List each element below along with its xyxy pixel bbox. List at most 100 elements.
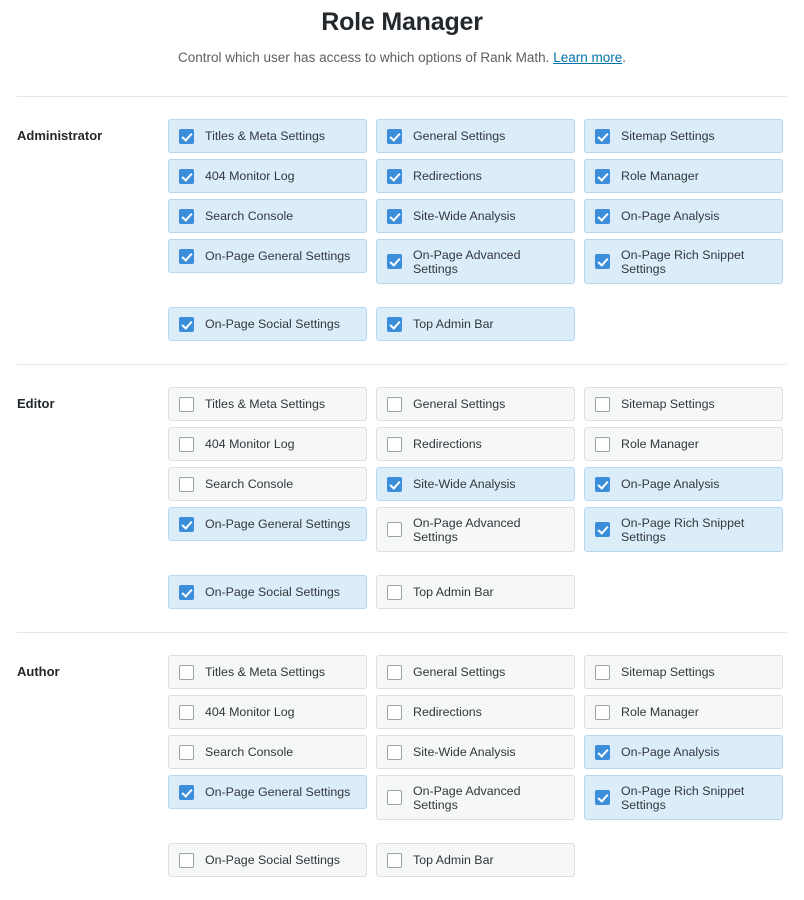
- checkbox-checked-icon[interactable]: [179, 208, 194, 224]
- capability-toggle[interactable]: Redirections: [376, 159, 575, 193]
- checkbox-unchecked-icon[interactable]: [179, 704, 194, 720]
- role-name: Author: [17, 664, 60, 679]
- checkbox-checked-icon[interactable]: [179, 168, 194, 184]
- checkbox-checked-icon[interactable]: [595, 208, 610, 224]
- checkbox-unchecked-icon[interactable]: [179, 436, 194, 452]
- checkbox-checked-icon[interactable]: [387, 168, 402, 184]
- checkbox-unchecked-icon[interactable]: [179, 744, 194, 760]
- checkbox-checked-icon[interactable]: [179, 128, 194, 144]
- checkbox-checked-icon[interactable]: [179, 248, 194, 264]
- checkbox-checked-icon[interactable]: [179, 784, 194, 800]
- capability-toggle[interactable]: On-Page Analysis: [584, 199, 783, 233]
- capability-toggle[interactable]: General Settings: [376, 119, 575, 153]
- capability-label: General Settings: [413, 665, 506, 679]
- capability-toggle[interactable]: Site-Wide Analysis: [376, 199, 575, 233]
- capability-toggle[interactable]: Sitemap Settings: [584, 119, 783, 153]
- capability-toggle[interactable]: Sitemap Settings: [584, 387, 783, 421]
- capability-toggle[interactable]: Redirections: [376, 695, 575, 729]
- learn-more-link[interactable]: Learn more: [553, 50, 623, 65]
- checkbox-checked-icon[interactable]: [179, 316, 194, 332]
- capability-toggle[interactable]: On-Page Social Settings: [168, 307, 367, 341]
- checkbox-unchecked-icon[interactable]: [595, 396, 610, 412]
- capability-label: Redirections: [413, 705, 482, 719]
- checkbox-unchecked-icon[interactable]: [387, 664, 402, 680]
- checkbox-checked-icon[interactable]: [387, 128, 402, 144]
- checkbox-checked-icon[interactable]: [387, 254, 402, 269]
- capability-toggle[interactable]: Titles & Meta Settings: [168, 387, 367, 421]
- capability-toggle[interactable]: On-Page General Settings: [168, 507, 367, 541]
- checkbox-checked-icon[interactable]: [595, 128, 610, 144]
- capability-label: On-Page Social Settings: [205, 853, 340, 867]
- capability-toggle[interactable]: Titles & Meta Settings: [168, 655, 367, 689]
- checkbox-checked-icon[interactable]: [595, 790, 610, 805]
- capability-label: Titles & Meta Settings: [205, 665, 326, 679]
- capability-label: Top Admin Bar: [413, 853, 494, 867]
- capability-toggle[interactable]: On-Page Rich Snippet Settings: [584, 775, 783, 820]
- checkbox-checked-icon[interactable]: [387, 208, 402, 224]
- capability-toggle[interactable]: Role Manager: [584, 427, 783, 461]
- capability-toggle[interactable]: On-Page Social Settings: [168, 575, 367, 609]
- checkbox-checked-icon[interactable]: [595, 522, 610, 537]
- checkbox-checked-icon[interactable]: [595, 476, 610, 492]
- capability-toggle[interactable]: Titles & Meta Settings: [168, 119, 367, 153]
- checkbox-unchecked-icon[interactable]: [387, 704, 402, 720]
- capability-toggle[interactable]: 404 Monitor Log: [168, 159, 367, 193]
- capability-label: On-Page Analysis: [621, 477, 720, 491]
- checkbox-checked-icon[interactable]: [179, 584, 194, 600]
- checkbox-unchecked-icon[interactable]: [595, 664, 610, 680]
- checkbox-unchecked-icon[interactable]: [179, 664, 194, 680]
- capability-toggle[interactable]: On-Page Advanced Settings: [376, 507, 575, 552]
- capability-toggle[interactable]: On-Page General Settings: [168, 775, 367, 809]
- checkbox-unchecked-icon[interactable]: [179, 852, 194, 868]
- checkbox-checked-icon[interactable]: [387, 316, 402, 332]
- checkbox-unchecked-icon[interactable]: [595, 704, 610, 720]
- capability-toggle[interactable]: Site-Wide Analysis: [376, 735, 575, 769]
- checkbox-unchecked-icon[interactable]: [387, 522, 402, 537]
- capability-label: On-Page Advanced Settings: [413, 783, 521, 812]
- capability-label: Titles & Meta Settings: [205, 397, 326, 411]
- checkbox-unchecked-icon[interactable]: [387, 852, 402, 868]
- checkbox-checked-icon[interactable]: [595, 744, 610, 760]
- capability-toggle[interactable]: 404 Monitor Log: [168, 427, 367, 461]
- capability-toggle[interactable]: Role Manager: [584, 695, 783, 729]
- capability-toggle[interactable]: Search Console: [168, 199, 367, 233]
- capability-label: Redirections: [413, 169, 482, 183]
- capability-toggle[interactable]: Sitemap Settings: [584, 655, 783, 689]
- capability-toggle[interactable]: On-Page Analysis: [584, 467, 783, 501]
- capability-toggle[interactable]: Search Console: [168, 467, 367, 501]
- capability-toggle[interactable]: On-Page Analysis: [584, 735, 783, 769]
- capability-toggle[interactable]: 404 Monitor Log: [168, 695, 367, 729]
- capability-toggle[interactable]: Top Admin Bar: [376, 575, 575, 609]
- capability-toggle[interactable]: On-Page General Settings: [168, 239, 367, 273]
- checkbox-checked-icon[interactable]: [595, 168, 610, 184]
- capability-toggle[interactable]: On-Page Advanced Settings: [376, 775, 575, 820]
- capability-toggle[interactable]: On-Page Advanced Settings: [376, 239, 575, 284]
- capability-toggle[interactable]: Top Admin Bar: [376, 843, 575, 877]
- checkbox-unchecked-icon[interactable]: [387, 584, 402, 600]
- capability-toggle[interactable]: Search Console: [168, 735, 367, 769]
- checkbox-unchecked-icon[interactable]: [595, 436, 610, 452]
- capability-toggle[interactable]: Redirections: [376, 427, 575, 461]
- checkbox-unchecked-icon[interactable]: [387, 436, 402, 452]
- checkbox-checked-icon[interactable]: [595, 254, 610, 269]
- checkbox-unchecked-icon[interactable]: [179, 476, 194, 492]
- checkbox-unchecked-icon[interactable]: [387, 790, 402, 805]
- capability-label: Site-Wide Analysis: [413, 745, 516, 759]
- capability-toggle[interactable]: General Settings: [376, 387, 575, 421]
- capability-toggle[interactable]: On-Page Rich Snippet Settings: [584, 507, 783, 552]
- capability-toggle[interactable]: On-Page Social Settings: [168, 843, 367, 877]
- capability-toggle[interactable]: On-Page Rich Snippet Settings: [584, 239, 783, 284]
- capability-label: 404 Monitor Log: [205, 169, 295, 183]
- checkbox-unchecked-icon[interactable]: [387, 744, 402, 760]
- capability-toggle[interactable]: Role Manager: [584, 159, 783, 193]
- checkbox-unchecked-icon[interactable]: [179, 396, 194, 412]
- checkbox-unchecked-icon[interactable]: [387, 396, 402, 412]
- capability-toggle[interactable]: General Settings: [376, 655, 575, 689]
- checkbox-checked-icon[interactable]: [179, 516, 194, 532]
- checkbox-checked-icon[interactable]: [387, 476, 402, 492]
- capability-toggle[interactable]: Top Admin Bar: [376, 307, 575, 341]
- capability-toggle[interactable]: Site-Wide Analysis: [376, 467, 575, 501]
